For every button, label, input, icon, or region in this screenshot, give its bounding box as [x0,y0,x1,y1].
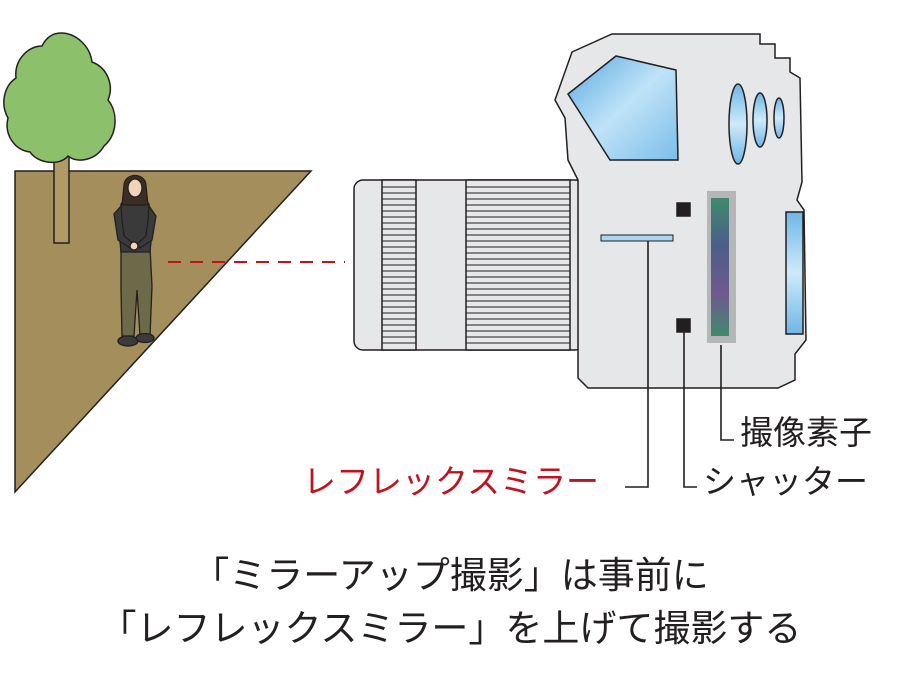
shutter-bottom [676,318,691,333]
label-image-sensor: 撮像素子 [740,413,872,452]
reflex-mirror [600,234,674,242]
ground [14,170,313,494]
leader-lines [625,241,734,488]
caption-line-1: 「ミラーアップ撮影」は事前に [192,554,709,597]
rear-monitor [785,211,804,335]
tree-icon [3,32,116,244]
label-shutter: シャッター [703,462,868,501]
person-subject [113,174,157,347]
viewfinder-prism [567,55,679,161]
caption-line-2: 「レフレックスミラー」を上げて撮影する [99,607,802,650]
image-sensor [711,198,729,336]
camera-body [554,33,807,389]
label-reflex-mirror: レフレックスミラー [303,462,600,501]
shutter-top [676,202,691,217]
lens [353,179,585,351]
